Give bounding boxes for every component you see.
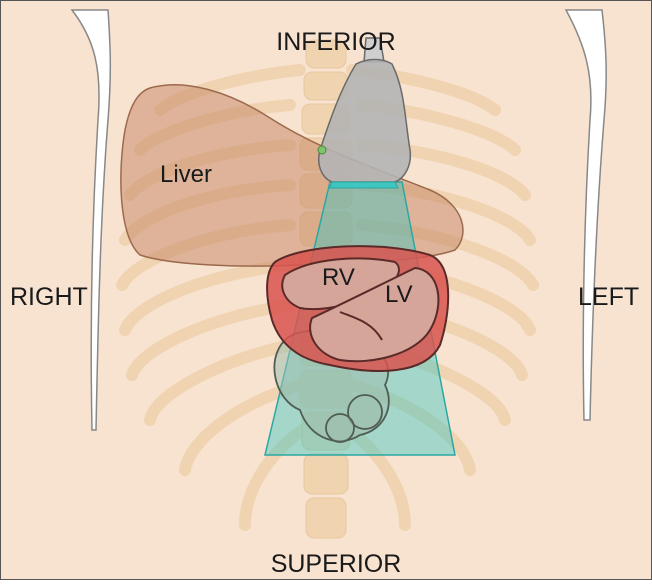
label-right: RIGHT [10, 283, 88, 311]
label-rv: RV [322, 264, 355, 291]
label-lv: LV [385, 281, 413, 308]
label-left: LEFT [578, 283, 639, 311]
label-liver: Liver [160, 161, 212, 188]
label-superior: SUPERIOR [271, 550, 402, 578]
label-inferior: INFERIOR [276, 28, 395, 56]
